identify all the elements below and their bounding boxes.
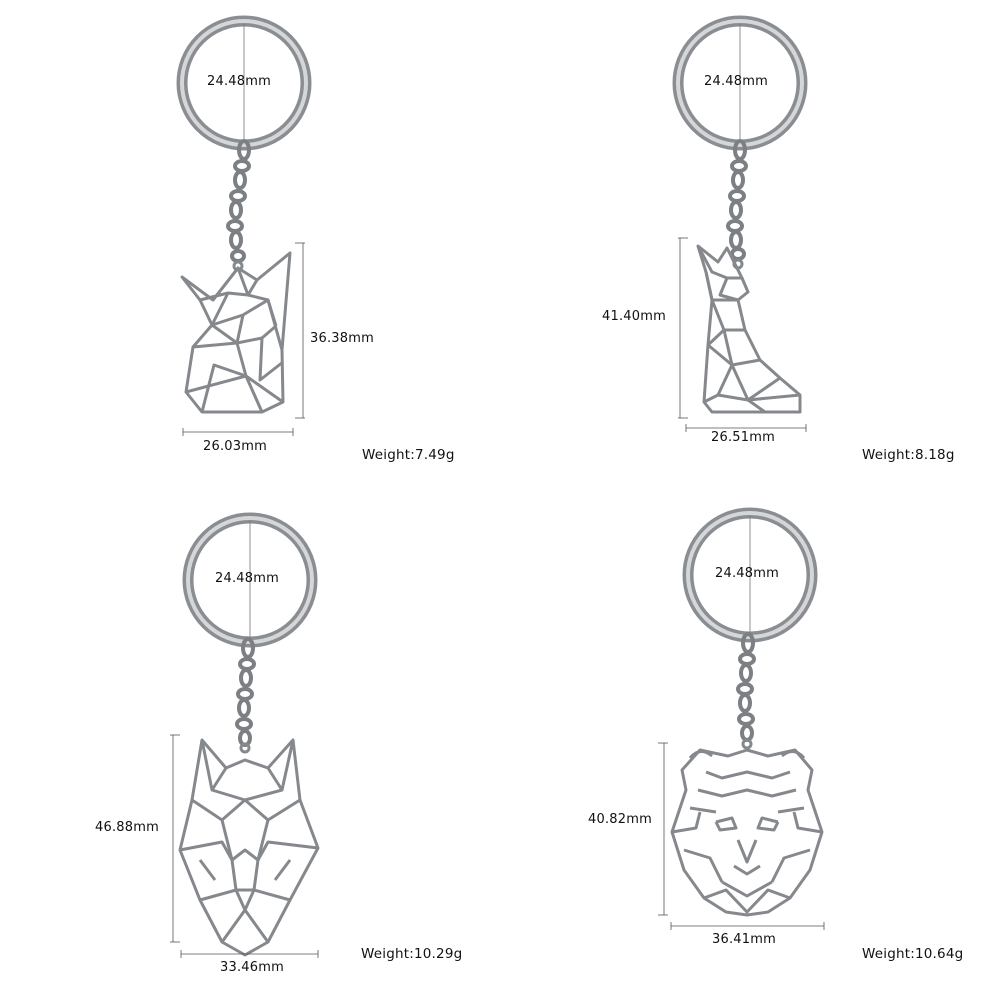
howling-wolf-pendant-height-label: 41.40mm — [602, 309, 666, 324]
tiger-head-pendant-width-label: 36.41mm — [712, 932, 776, 947]
wolf-head-height-dimension — [170, 734, 180, 943]
wolf-head-pendant — [178, 738, 320, 957]
fox-pendant — [180, 251, 292, 414]
fox-weight-label: Weight:7.49g — [362, 447, 455, 463]
tiger-head-width-dimension — [670, 922, 825, 930]
wolf-head-ring-diameter-label: 24.48mm — [215, 571, 279, 586]
fox-pendant-width-label: 26.03mm — [203, 439, 267, 454]
wolf-head-pendant-height-label: 46.88mm — [95, 820, 159, 835]
wolf-head-pendant-width-label: 33.46mm — [220, 960, 284, 975]
fox-pendant-height-label: 36.38mm — [310, 331, 374, 346]
fox-key-ring — [176, 15, 312, 151]
fox-width-dimension — [182, 428, 294, 436]
howling-wolf-chain — [726, 139, 748, 261]
tiger-head-pendant-height-label: 40.82mm — [588, 812, 652, 827]
fox-ring-diameter-label: 24.48mm — [207, 74, 271, 89]
fox-height-dimension — [295, 242, 305, 419]
wolf-head-width-dimension — [180, 950, 319, 958]
tiger-head-ring-diameter-label: 24.48mm — [715, 566, 779, 581]
howling-wolf-ring-diameter-label: 24.48mm — [704, 74, 768, 89]
tiger-head-chain — [736, 632, 756, 742]
howling-wolf-key-ring — [672, 15, 808, 151]
fox-chain — [226, 139, 251, 263]
howling-wolf-weight-label: Weight:8.18g — [862, 447, 955, 463]
tiger-head-weight-label: Weight:10.64g — [862, 946, 964, 962]
howling-wolf-pendant-width-label: 26.51mm — [711, 430, 775, 445]
wolf-head-weight-label: Weight:10.29g — [361, 946, 463, 962]
howling-wolf-pendant — [696, 244, 802, 414]
tiger-head-pendant — [670, 738, 824, 917]
wolf-head-chain — [235, 637, 256, 747]
howling-wolf-width-dimension — [685, 424, 807, 432]
tiger-head-height-dimension — [658, 742, 668, 916]
howling-wolf-height-dimension — [678, 237, 688, 419]
